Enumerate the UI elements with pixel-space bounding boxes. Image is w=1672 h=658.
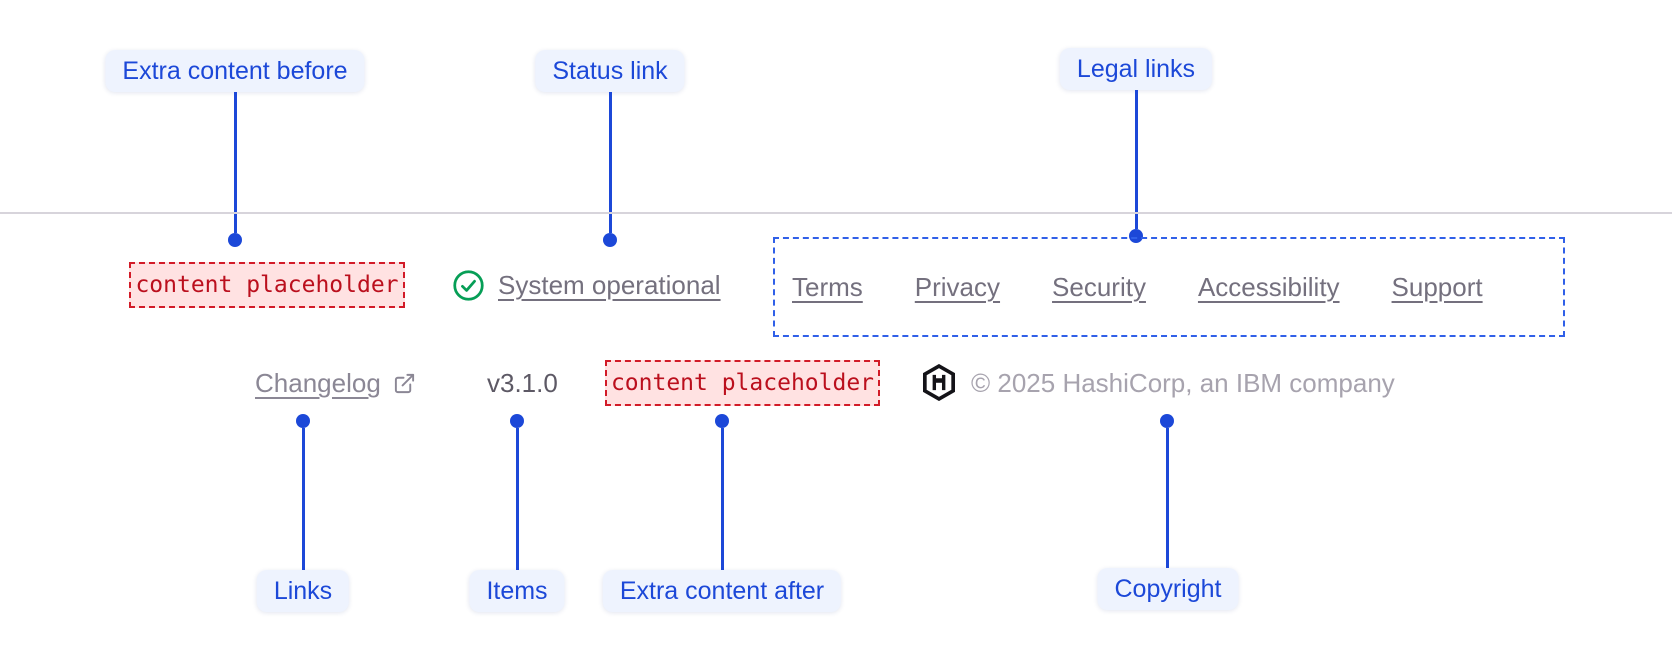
- legal-link-terms[interactable]: Terms: [792, 271, 863, 302]
- legal-link-accessibility[interactable]: Accessibility: [1197, 271, 1340, 302]
- connector-dot: [510, 414, 524, 428]
- extra-content-after-placeholder: content placeholder: [605, 360, 880, 406]
- connector-dot: [228, 233, 242, 247]
- connector-dot: [1160, 414, 1174, 428]
- hashicorp-logo-icon: [922, 364, 956, 401]
- connector-line: [233, 92, 237, 233]
- annotation-extra-content-before: Extra content before: [105, 50, 365, 92]
- connector-dot: [603, 233, 617, 247]
- annotation-items: Items: [469, 570, 565, 612]
- status-link-label[interactable]: System operational: [498, 269, 721, 300]
- annotation-status-link: Status link: [535, 50, 685, 92]
- connector-line: [608, 92, 612, 233]
- annotation-extra-content-after: Extra content after: [602, 570, 842, 612]
- check-circle-icon: [452, 269, 485, 302]
- legal-link-privacy[interactable]: Privacy: [914, 271, 1001, 302]
- version-label: v3.1.0: [487, 368, 558, 398]
- connector-dot: [296, 414, 310, 428]
- external-link-icon: [393, 372, 416, 395]
- legal-link-security[interactable]: Security: [1052, 271, 1146, 302]
- connector-line: [301, 428, 305, 570]
- footer-top-border: [0, 212, 1672, 214]
- connector-line: [515, 428, 519, 570]
- connector-dot: [715, 414, 729, 428]
- annotation-links: Links: [256, 570, 350, 612]
- legal-link-support[interactable]: Support: [1391, 271, 1483, 302]
- changelog-link[interactable]: Changelog: [255, 367, 381, 398]
- connector-line: [720, 428, 724, 570]
- extra-content-before-placeholder: content placeholder: [129, 262, 405, 308]
- connector-line: [1165, 428, 1169, 568]
- connector-line: [1134, 90, 1138, 229]
- copyright-text: © 2025 HashiCorp, an IBM company: [971, 368, 1395, 398]
- annotation-legal-links: Legal links: [1059, 48, 1213, 90]
- status-link-group[interactable]: System operational: [452, 262, 721, 308]
- changelog-link-group[interactable]: Changelog: [255, 362, 416, 404]
- connector-dot: [1129, 229, 1143, 243]
- annotation-copyright: Copyright: [1097, 568, 1239, 610]
- legal-links-region: Terms Privacy Security Accessibility Sup…: [773, 237, 1565, 337]
